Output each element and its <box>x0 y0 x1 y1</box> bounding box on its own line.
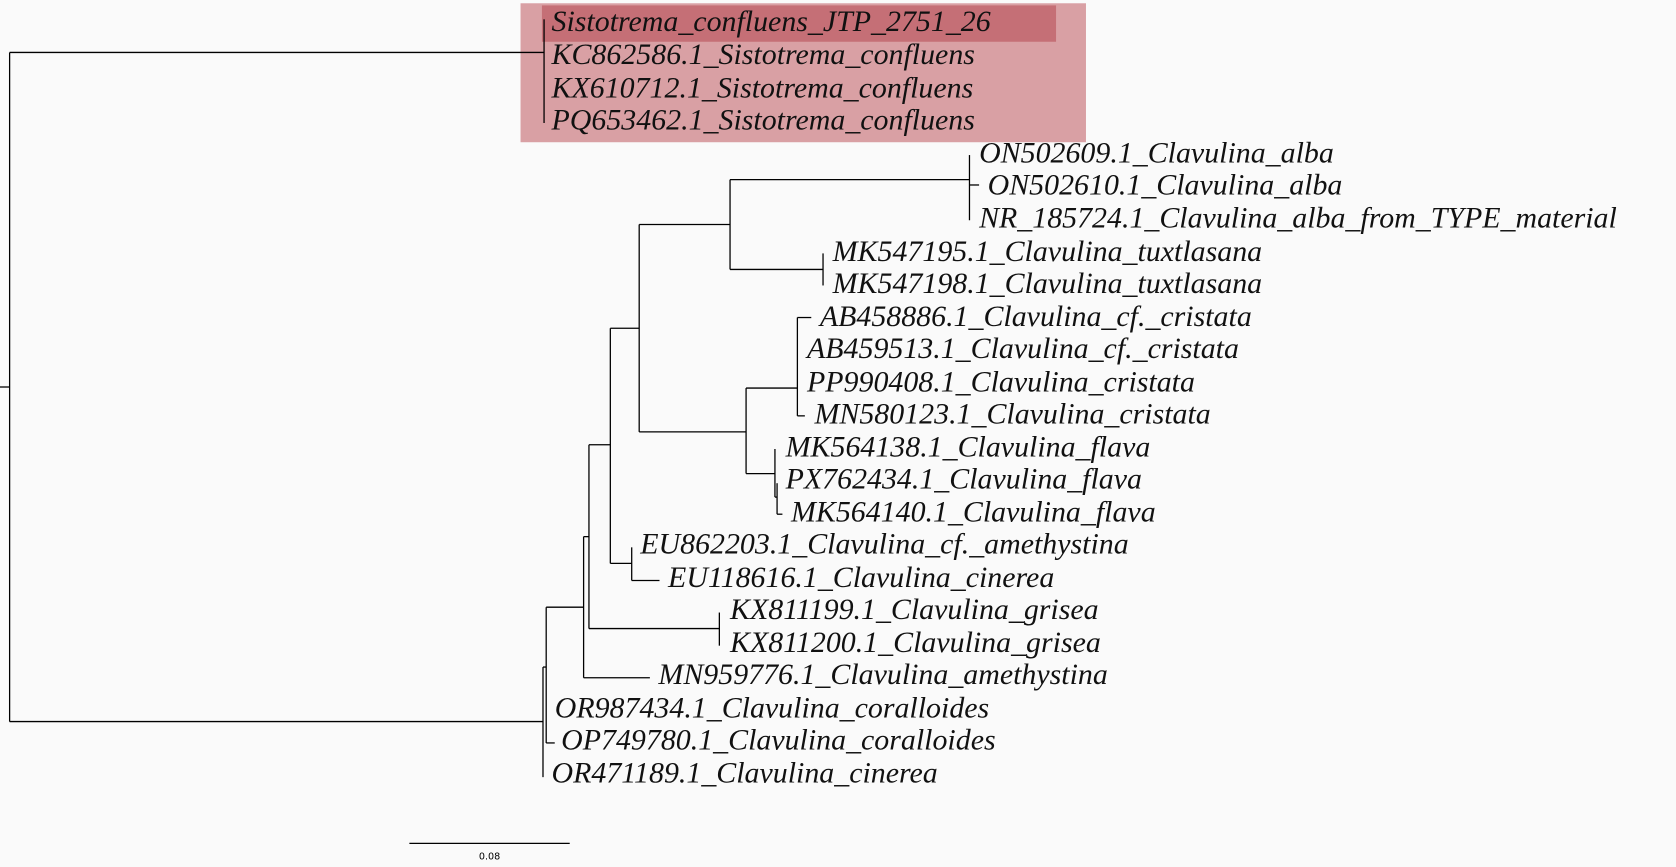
tip-label[interactable]: KC862586.1_Sistotrema_confluens <box>551 38 975 71</box>
tip-label[interactable]: ON502610.1_Clavulina_alba <box>988 169 1343 202</box>
tip-label[interactable]: Sistotrema_confluens_JTP_2751_26 <box>552 5 991 38</box>
tip-label[interactable]: ON502609.1_Clavulina_alba <box>979 137 1334 170</box>
tip-label[interactable]: PQ653462.1_Sistotrema_confluens <box>551 103 975 136</box>
tip-label[interactable]: AB459513.1_Clavulina_cf._cristata <box>805 332 1239 365</box>
tip-label[interactable]: NR_185724.1_Clavulina_alba_from_TYPE_mat… <box>978 202 1617 235</box>
tip-label[interactable]: MK547195.1_Clavulina_tuxtlasana <box>832 235 1262 268</box>
tip-label[interactable]: MK564140.1_Clavulina_flava <box>790 496 1156 529</box>
tip-label[interactable]: KX610712.1_Sistotrema_confluens <box>551 71 974 104</box>
tip-label[interactable]: EU862203.1_Clavulina_cf._amethystina <box>639 528 1128 561</box>
tip-label[interactable]: OP749780.1_Clavulina_coralloides <box>561 723 995 756</box>
tip-label[interactable]: MN959776.1_Clavulina_amethystina <box>657 658 1107 691</box>
tip-label[interactable]: KX811199.1_Clavulina_grisea <box>729 593 1099 626</box>
selected-tip-highlight[interactable] <box>541 5 1057 42</box>
tip-label[interactable]: MK564138.1_Clavulina_flava <box>785 430 1151 463</box>
tip-label[interactable]: AB458886.1_Clavulina_cf._cristata <box>818 300 1252 333</box>
tip-label[interactable]: KX811200.1_Clavulina_grisea <box>729 626 1101 659</box>
scale-bar-label: 0.08 <box>479 851 500 862</box>
tip-label[interactable]: PX762434.1_Clavulina_flava <box>785 463 1142 496</box>
tip-label[interactable]: PP990408.1_Clavulina_cristata <box>806 365 1195 398</box>
tip-label[interactable]: OR987434.1_Clavulina_coralloides <box>555 691 989 724</box>
tip-label[interactable]: OR471189.1_Clavulina_cinerea <box>552 756 938 789</box>
tip-label[interactable]: EU118616.1_Clavulina_cinerea <box>667 561 1054 594</box>
tip-label[interactable]: MK547198.1_Clavulina_tuxtlasana <box>832 267 1262 300</box>
tip-label[interactable]: MN580123.1_Clavulina_cristata <box>813 397 1210 430</box>
